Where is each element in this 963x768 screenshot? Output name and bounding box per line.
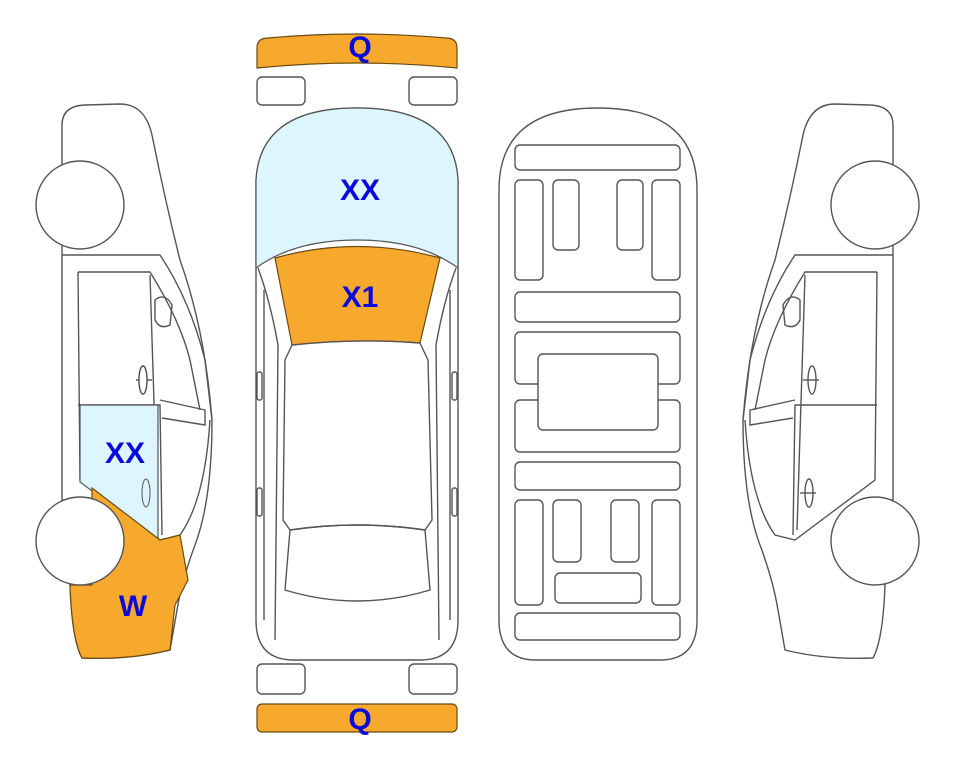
front-wheel — [35, 496, 125, 586]
front-bumper-damage[interactable] — [256, 33, 458, 69]
right-side-view — [742, 103, 920, 660]
front-left-light — [256, 76, 306, 106]
rear-wheel — [35, 160, 125, 250]
rear-left-light — [256, 663, 306, 695]
left-side-view: XX W — [35, 103, 213, 660]
underside-view — [498, 107, 698, 661]
left-window-label: XX — [105, 437, 145, 470]
front-right-light — [408, 76, 458, 106]
windshield-label: XX — [340, 174, 380, 207]
windshield-damage[interactable] — [255, 107, 459, 270]
front-bumper-label: Q — [348, 31, 371, 64]
rear-bumper-damage[interactable] — [256, 703, 458, 733]
rear-bumper-label: Q — [348, 703, 371, 736]
rear-right-light — [408, 663, 458, 695]
left-fender-label: W — [119, 590, 148, 623]
top-view: Q XX X1 Q — [255, 31, 459, 736]
hood-label: X1 — [342, 281, 379, 314]
